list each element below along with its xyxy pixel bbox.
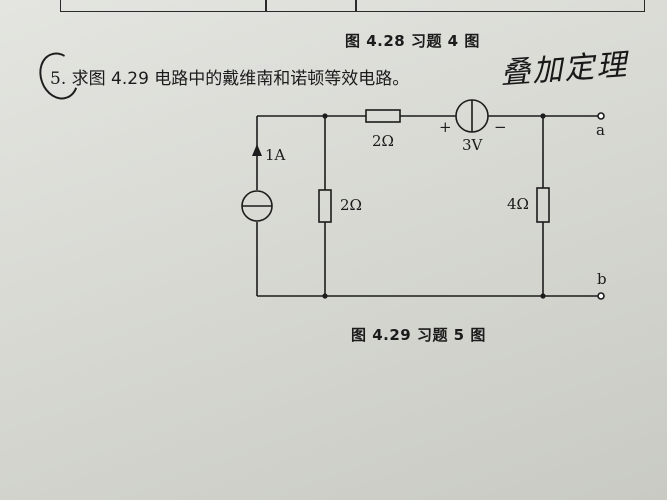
previous-figure-tick [355, 0, 357, 12]
right-resistor-label: 4Ω [507, 195, 529, 213]
previous-figure-caption: 图 4.28 习题 4 图 [345, 32, 480, 50]
left-resistor-label: 2Ω [340, 196, 362, 214]
previous-figure-tick [265, 0, 267, 12]
junction-dot [322, 293, 328, 299]
terminal-b-label: b [597, 270, 607, 288]
problem-statement: 5. 求图 4.29 电路中的戴维南和诺顿等效电路。 [50, 64, 409, 89]
current-direction-arrow [252, 144, 262, 156]
terminal-a-label: a [596, 121, 605, 139]
junction-dot [322, 113, 328, 119]
resistor-right-4ohm [536, 187, 550, 223]
voltage-plus-sign: + [439, 118, 452, 136]
current-source-label: 1A [265, 146, 286, 164]
resistor-left-2ohm [318, 189, 332, 223]
junction-dot [540, 113, 546, 119]
resistor-top-2ohm [365, 109, 401, 123]
voltage-minus-sign: − [494, 118, 507, 136]
top-resistor-label: 2Ω [372, 132, 394, 150]
problem-number: 5. [50, 69, 67, 89]
previous-figure-box [60, 0, 645, 12]
problem-text: 求图 4.29 电路中的戴维南和诺顿等效电路。 [71, 69, 410, 89]
figure-caption: 图 4.29 习题 5 图 [351, 326, 486, 344]
terminal-b-node [597, 292, 605, 300]
junction-dot [540, 293, 546, 299]
voltage-source-label: 3V [462, 136, 483, 154]
terminal-a-node [597, 112, 605, 120]
